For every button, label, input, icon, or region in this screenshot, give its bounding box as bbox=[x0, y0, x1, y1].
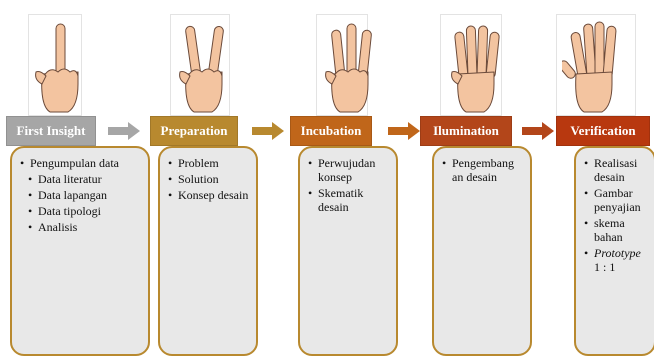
stage-item: Gambar penyajian bbox=[584, 186, 648, 214]
hand-frame bbox=[556, 14, 636, 116]
flow-arrow-icon bbox=[388, 122, 420, 140]
stage-box: Pengumpulan dataData literaturData lapan… bbox=[10, 146, 150, 356]
stage-item: Pengumpulan data bbox=[20, 156, 142, 170]
hand-1-fingers-icon bbox=[28, 14, 86, 114]
hand-2-fingers-icon bbox=[172, 14, 230, 114]
stage-item: Solution bbox=[168, 172, 250, 186]
stage-item: Data tipologi bbox=[28, 204, 142, 218]
stage-label: Preparation bbox=[150, 116, 238, 146]
stage-label: Incubation bbox=[290, 116, 372, 146]
hand-frame bbox=[170, 14, 230, 116]
stage-item: Konsep desain bbox=[168, 188, 250, 202]
stage-item: Realisasi desain bbox=[584, 156, 648, 184]
stage-item: Pengembang an desain bbox=[442, 156, 524, 184]
stage-item: Problem bbox=[168, 156, 250, 170]
hand-4-fingers-icon bbox=[444, 14, 502, 114]
hand-3-fingers-icon bbox=[318, 14, 376, 114]
stage-items: Realisasi desainGambar penyajianskema ba… bbox=[584, 156, 648, 274]
stage-item: Data lapangan bbox=[28, 188, 142, 202]
hand-frame bbox=[440, 14, 502, 116]
stage-items: Perwujudan konsepSkematik desain bbox=[308, 156, 390, 214]
stage-label: Verification bbox=[556, 116, 650, 146]
stage-item: Data literatur bbox=[28, 172, 142, 186]
stage-box: Realisasi desainGambar penyajianskema ba… bbox=[574, 146, 654, 356]
stage-items: ProblemSolutionKonsep desain bbox=[168, 156, 250, 202]
stage-box: ProblemSolutionKonsep desain bbox=[158, 146, 258, 356]
stage-label: First Insight bbox=[6, 116, 96, 146]
stage-box: Perwujudan konsepSkematik desain bbox=[298, 146, 398, 356]
flow-arrow-icon bbox=[522, 122, 554, 140]
stage-item: Analisis bbox=[28, 220, 142, 234]
hand-frame bbox=[28, 14, 82, 116]
stage-box: Pengembang an desain bbox=[432, 146, 532, 356]
stage-items: Pengumpulan dataData literaturData lapan… bbox=[20, 156, 142, 234]
hand-5-fingers-icon bbox=[562, 14, 620, 114]
stage-item: skema bahan bbox=[584, 216, 648, 244]
stage-items: Pengembang an desain bbox=[442, 156, 524, 184]
stage-item: Prototype 1 : 1 bbox=[584, 246, 648, 274]
flow-arrow-icon bbox=[108, 122, 140, 140]
flow-arrow-icon bbox=[252, 122, 284, 140]
stage-label: Ilumination bbox=[420, 116, 512, 146]
stage-item: Skematik desain bbox=[308, 186, 390, 214]
stage-item: Perwujudan konsep bbox=[308, 156, 390, 184]
